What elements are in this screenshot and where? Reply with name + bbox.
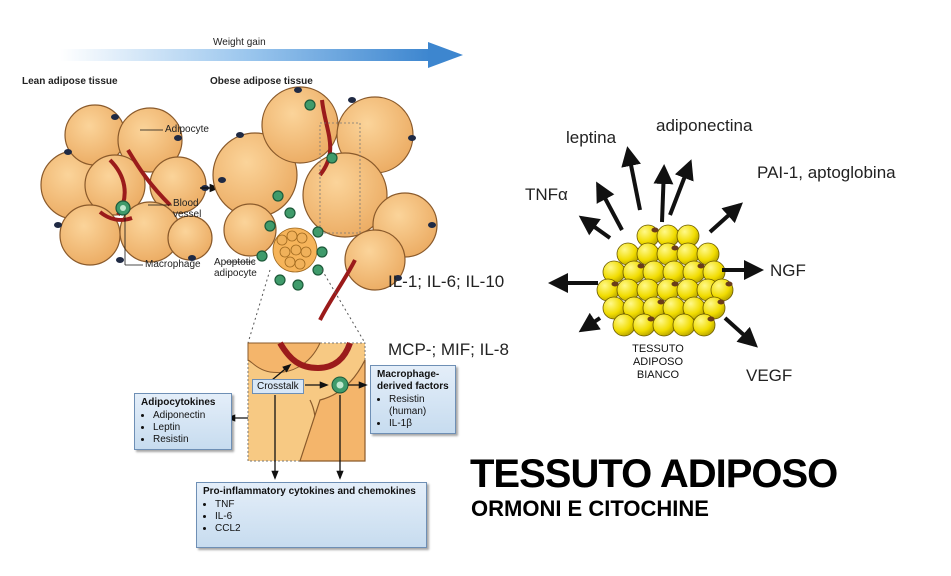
secretion-arrows <box>548 146 764 348</box>
fat-cell-nucleus <box>657 299 665 305</box>
fat-cell-nucleus <box>647 316 655 322</box>
fat-cell-nucleus <box>725 281 733 287</box>
fat-cell <box>652 313 676 337</box>
adipocyte-label: Adipocyte <box>165 124 209 135</box>
proinflammatory-item: CCL2 <box>215 523 420 535</box>
obese-tissue-title: Obese adipose tissue <box>210 76 313 87</box>
lean-tissue-title: Lean adipose tissue <box>22 76 118 87</box>
fat-cell <box>672 313 696 337</box>
page-title: TESSUTO ADIPOSO <box>470 452 838 496</box>
lean-tissue-illustration <box>40 104 213 266</box>
proinflammatory-item: TNF <box>215 499 420 511</box>
page-subtitle: ORMONI E CITOCHINE <box>471 496 709 521</box>
zoom-inset <box>247 341 366 462</box>
macrophage-factors-title: Macrophage- derived factors <box>377 369 449 392</box>
macrophage-factors-box: Macrophage- derived factors Resistin (hu… <box>370 365 456 434</box>
blood-vessel-label: Blood vessel <box>173 198 202 220</box>
inset-arrows <box>226 363 368 480</box>
weight-gain-arrow <box>60 42 463 68</box>
fat-cell-nucleus <box>651 227 659 233</box>
factor-ngf: NGF <box>770 261 806 280</box>
macrophage-label: Macrophage <box>145 259 201 270</box>
white-adipose-cluster <box>596 224 734 337</box>
lean-leader-lines <box>124 129 172 266</box>
adipocytokines-box: Adipocytokines Adiponectin Leptin Resist… <box>134 393 232 450</box>
proinflammatory-box: Pro-inflammatory cytokines and chemokine… <box>196 482 427 548</box>
fat-cell-nucleus <box>671 245 679 251</box>
adipocytokines-title: Adipocytokines <box>141 397 216 408</box>
macrophage-factor-item: Resistin (human) <box>389 394 449 418</box>
fat-cell-nucleus <box>717 299 725 305</box>
white-adipose-label: TESSUTO ADIPOSO BIANCO <box>632 343 684 381</box>
fat-cell-nucleus <box>707 316 715 322</box>
adipocytokine-item: Adiponectin <box>153 410 225 422</box>
obese-tissue-illustration <box>212 86 438 321</box>
factor-leptina: leptina <box>566 128 617 147</box>
factor-pai: PAI-1, aptoglobina <box>757 163 896 182</box>
fat-cell-nucleus <box>671 281 679 287</box>
factor-vegf: VEGF <box>746 366 793 385</box>
fat-cell-nucleus <box>611 281 619 287</box>
adipocytokine-item: Resistin <box>153 434 225 446</box>
factor-il: IL-1; IL-6; IL-10 <box>388 272 505 291</box>
macrophage-factor-item: IL-1β <box>389 418 449 430</box>
fat-cell-nucleus <box>637 263 645 269</box>
weight-gain-label: Weight gain <box>213 37 266 48</box>
proinflammatory-title: Pro-inflammatory cytokines and chemokine… <box>203 486 416 497</box>
factor-mcp: MCP-; MIF; IL-8 <box>388 340 509 359</box>
fat-cell <box>612 313 636 337</box>
zoom-lines <box>247 269 366 344</box>
apoptotic-adipocyte-label: Apoptotic adipocyte <box>214 257 257 279</box>
adipocytokine-item: Leptin <box>153 422 225 434</box>
factor-tnf: TNFα <box>525 185 568 204</box>
factor-adiponectina: adiponectina <box>656 116 753 135</box>
crosstalk-label: Crosstalk <box>252 379 304 394</box>
proinflammatory-item: IL-6 <box>215 511 420 523</box>
fat-cell-nucleus <box>697 263 705 269</box>
